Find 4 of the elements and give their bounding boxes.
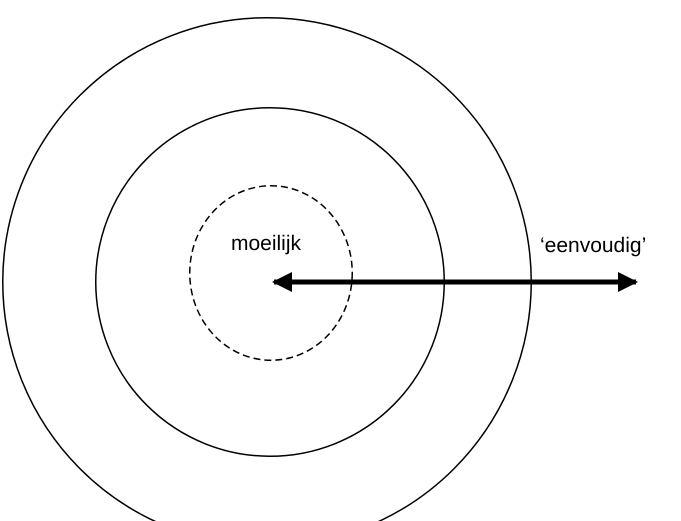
dashed-circle — [189, 185, 353, 361]
text-label: moeilijk — [231, 231, 302, 256]
text-label: ‘eenvoudig’ — [540, 233, 646, 258]
circle — [95, 107, 445, 457]
